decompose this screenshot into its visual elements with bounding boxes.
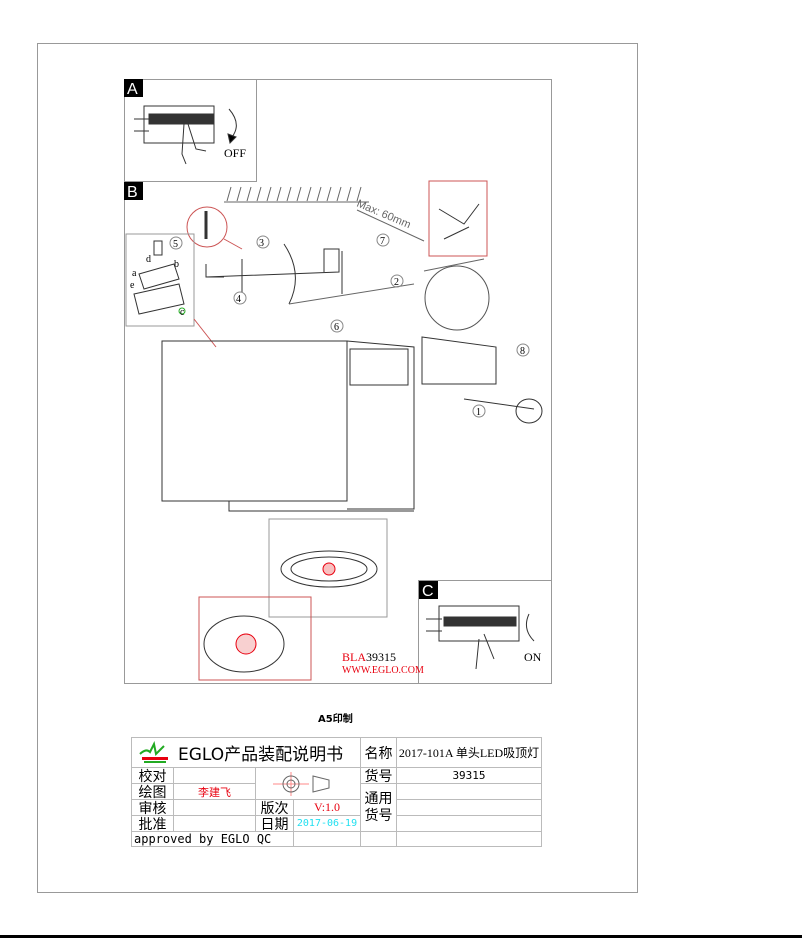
ceiling-hatch	[224, 186, 369, 203]
date-label: 日期	[255, 815, 294, 833]
dimension-line	[356, 209, 425, 242]
cover-plate	[421, 336, 497, 385]
empty-cell	[360, 831, 397, 847]
step-6: 6	[334, 322, 339, 333]
generic-item-label: 通用货号	[360, 783, 397, 832]
review-value	[173, 799, 256, 816]
version-value: V:1.0	[293, 799, 361, 816]
wire	[463, 398, 535, 410]
step-4: 4	[236, 294, 241, 305]
on-arrow	[525, 613, 535, 642]
wire-detail-circle	[424, 265, 490, 331]
part-c: c	[180, 307, 185, 318]
terminal-block-icon	[133, 240, 186, 315]
approve-label: 批准	[131, 815, 174, 833]
on-text: ON	[524, 650, 542, 664]
part-a: a	[132, 268, 137, 279]
panel-b: B Max: 60mm 3 4 5 7 2 6	[124, 180, 543, 681]
title-cell: EGLO产品装配说明书	[131, 737, 361, 768]
lamp-rotate-box	[198, 596, 312, 681]
empty-cell	[396, 831, 542, 847]
part-d: d	[146, 254, 151, 265]
approve-value	[173, 815, 256, 832]
model-number: BLA39315	[342, 650, 396, 664]
page-border	[37, 43, 638, 893]
lamp-housing	[161, 340, 415, 512]
item-no-label: 货号	[360, 767, 397, 785]
assembly-diagram: A OFF B	[124, 79, 552, 684]
date-value: 2017-06-19	[293, 815, 361, 832]
drawing-value: 李建飞	[173, 783, 256, 800]
panel-c: C ON	[418, 580, 552, 684]
proofread-value	[173, 767, 256, 784]
company-logo	[139, 740, 168, 763]
part-e: e	[130, 280, 135, 291]
terminal-detail-box	[125, 233, 195, 327]
name-label: 名称	[360, 737, 397, 768]
print-size-label: A5印制	[318, 714, 353, 725]
breaker-switch-icon	[134, 105, 215, 165]
panel-c-label: C	[422, 583, 434, 600]
projection-symbol	[255, 767, 361, 800]
step-5: 5	[173, 239, 178, 250]
lamp-head-box	[268, 518, 388, 618]
generic-item-value-2	[396, 799, 542, 816]
diagram-frame	[124, 79, 552, 684]
approved-text: approved by EGLO QC	[131, 831, 294, 847]
generic-item-value-1	[396, 783, 542, 800]
bottom-rule	[0, 935, 802, 938]
document-title: EGLO产品装配说明书	[178, 745, 344, 765]
panel-a: A OFF	[124, 79, 257, 182]
part-b: b	[174, 259, 179, 270]
cable	[283, 243, 296, 305]
off-text: OFF	[224, 146, 246, 160]
generic-item-value-3	[396, 815, 542, 832]
step-circles	[169, 233, 530, 418]
panel-b-label: B	[127, 184, 138, 201]
screw-detail-circle	[186, 206, 228, 248]
pliers-icon	[438, 203, 480, 240]
step-1: 1	[476, 407, 481, 418]
max-length-text: Max: 60mm	[355, 198, 413, 232]
step-7: 7	[380, 236, 385, 247]
website-text: WWW.EGLO.COM	[342, 665, 424, 676]
pliers-detail-box	[428, 180, 488, 257]
step-2: 2	[394, 277, 399, 288]
step-3: 3	[259, 238, 264, 249]
breaker-switch-icon	[426, 605, 520, 670]
name-value: 2017-101A 单头LED吸顶灯	[396, 737, 542, 768]
mounting-bracket	[205, 248, 340, 278]
title-block: EGLO产品装配说明书 名称 2017-101A 单头LED吸顶灯 校对 货号 …	[131, 737, 542, 848]
empty-cell	[293, 831, 361, 847]
item-no-value: 39315	[396, 767, 542, 784]
off-arrow	[228, 108, 237, 138]
panel-a-label: A	[127, 81, 138, 98]
step-8: 8	[520, 346, 525, 357]
